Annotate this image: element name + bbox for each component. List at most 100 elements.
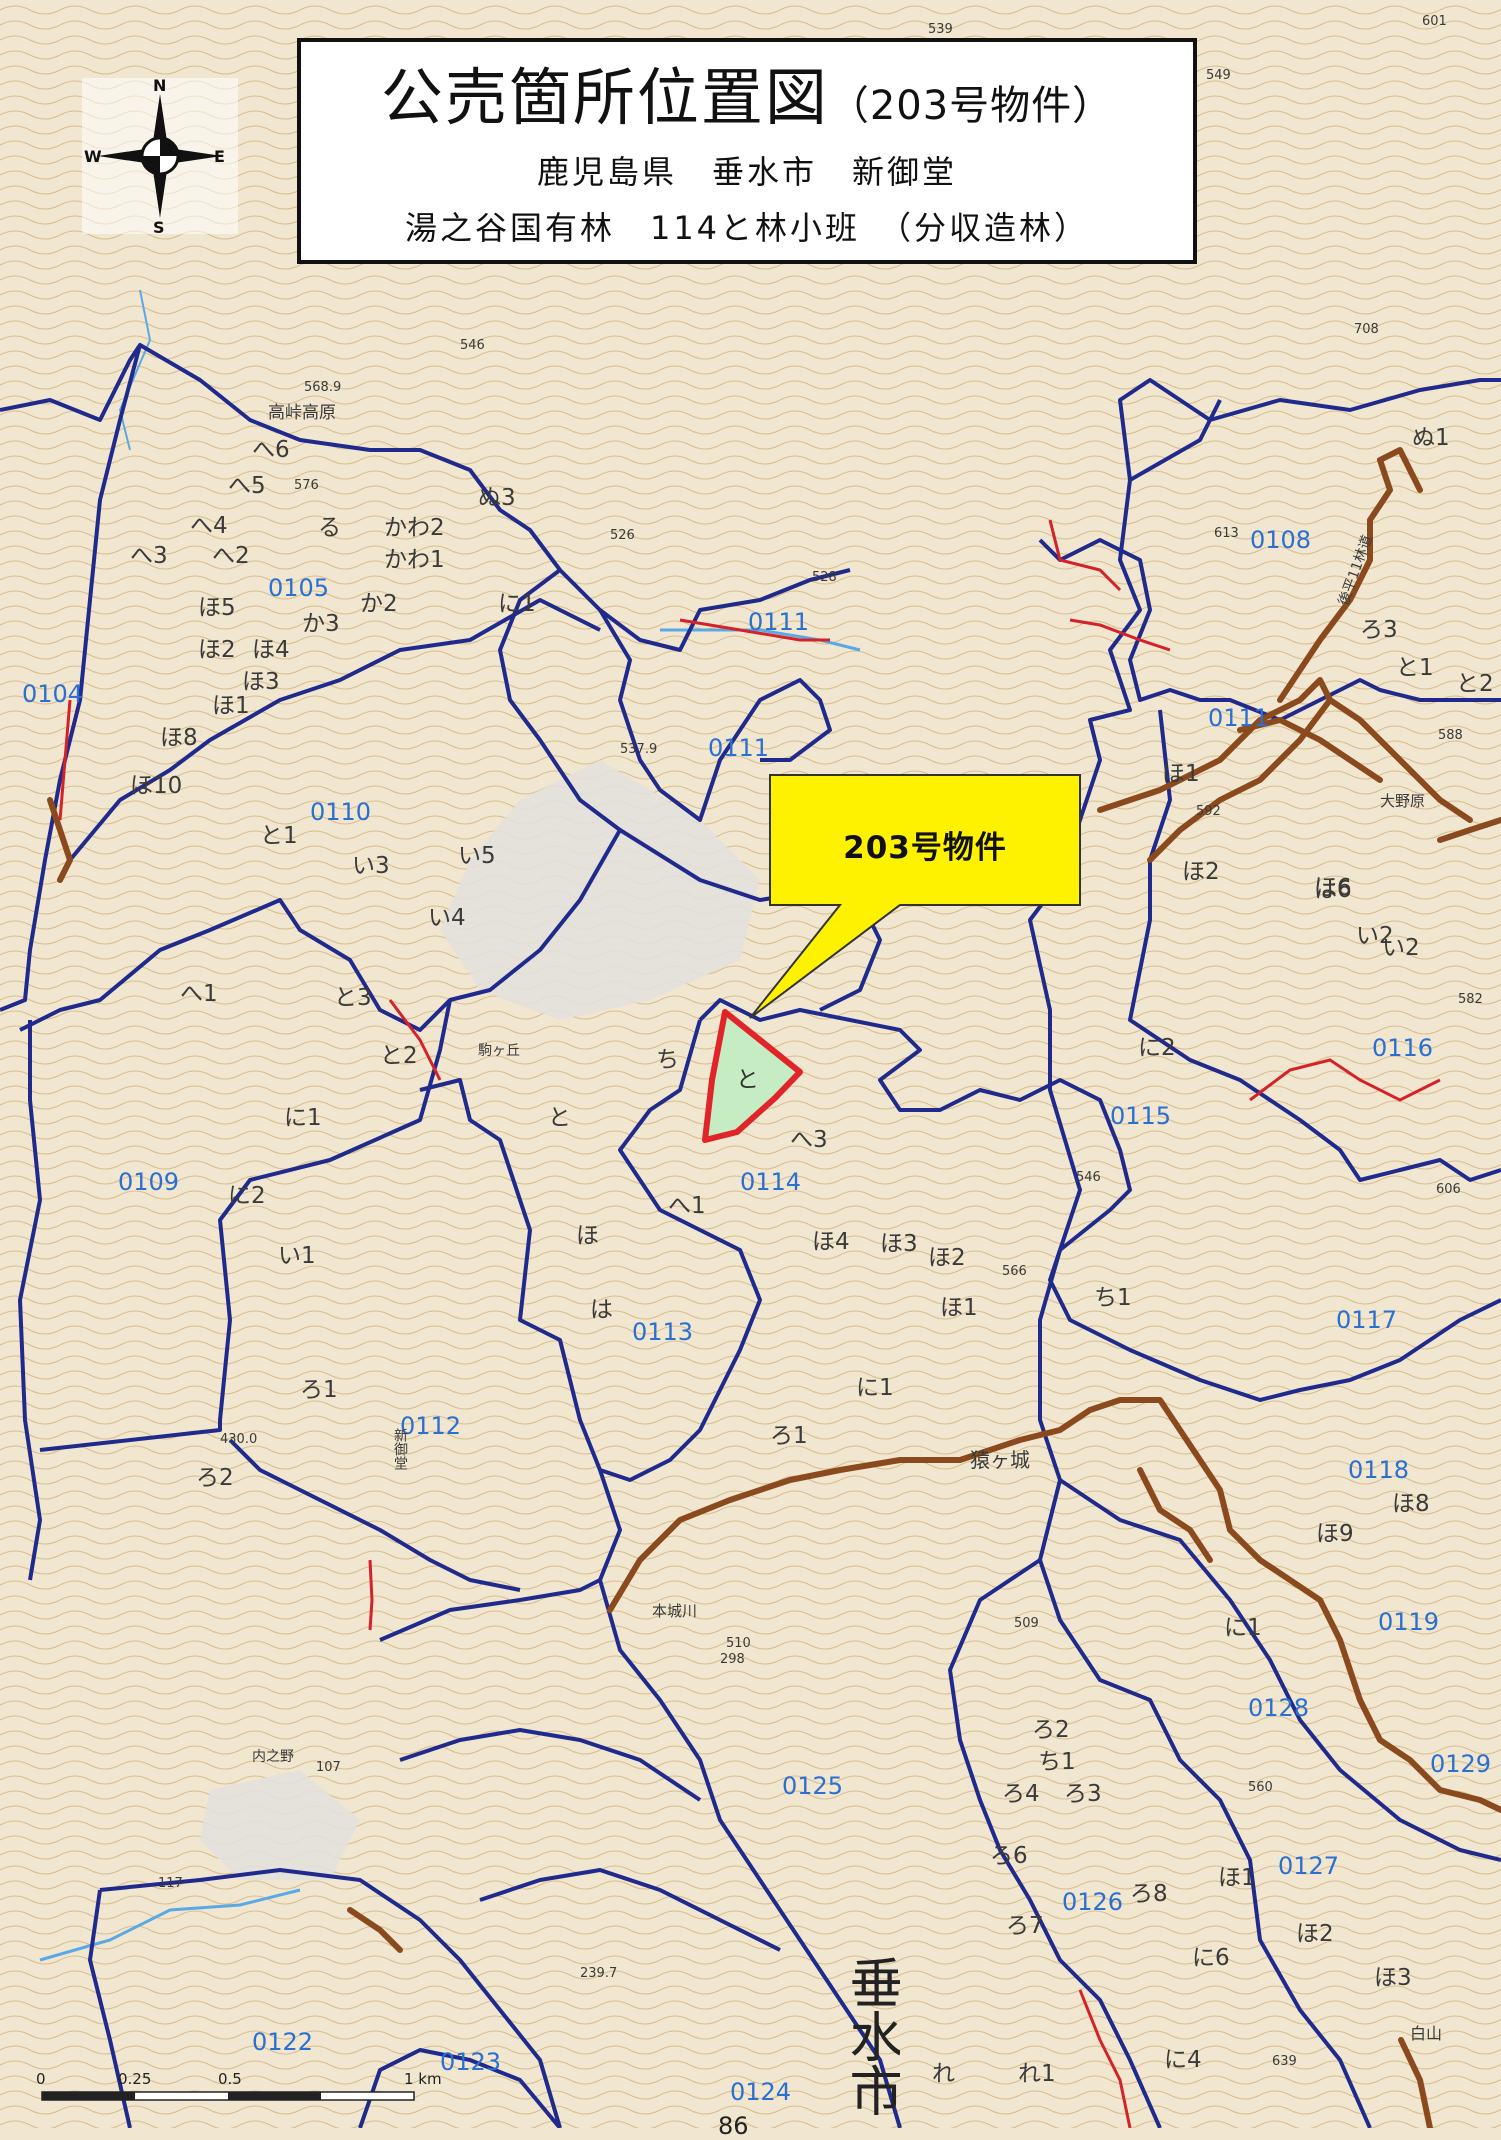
place-label: 白山 (1410, 2024, 1443, 2043)
parcel-label: ほ4 (812, 1229, 850, 1255)
target-parcel[interactable] (702, 1009, 803, 1143)
parcel-label: と1 (260, 823, 298, 849)
location-line: 鹿児島県 垂水市 新御堂 (536, 153, 957, 191)
parcel-label: へ1 (668, 1193, 706, 1219)
compartment-label: 0115 (1110, 1102, 1172, 1130)
parcel-label: い2 (1356, 923, 1394, 949)
compartment-label: 0104 (22, 680, 84, 708)
compartment-label: 0129 (1430, 1750, 1492, 1778)
elevation-label: 601 (1422, 14, 1447, 29)
parcel-label: は6 (1314, 877, 1352, 903)
urban-area (440, 760, 760, 1020)
parcel-label: ろ3 (1360, 617, 1398, 643)
elevation-label: 566 (1002, 1264, 1027, 1279)
map-title-main: 公売箇所位置図 (380, 61, 829, 134)
elevation-label: 546 (1076, 1170, 1101, 1185)
parcel-label: か3 (302, 611, 340, 637)
river (118, 289, 152, 451)
elevation-label: 549 (1206, 68, 1231, 83)
elevation-label: 576 (294, 478, 319, 493)
elevation-label: 526 (610, 528, 635, 543)
parcel-label: ほ3 (242, 669, 280, 695)
parcel-label: ほ2 (1182, 859, 1220, 885)
parcel-label: ろ1 (300, 1377, 338, 1403)
elevation-label: 588 (1438, 728, 1463, 743)
compartment-label: 0105 (268, 574, 330, 602)
parcel-label: ほ1 (212, 693, 250, 719)
parcel-label: ほ5 (198, 595, 236, 621)
parcel-label: と (548, 1105, 571, 1131)
elevation-label: 639 (1272, 2054, 1297, 2069)
compartment-label: 0117 (1336, 1306, 1398, 1334)
parcel-label: ほ6 (1314, 875, 1352, 901)
parcel-label: ほ2 (198, 637, 236, 663)
target-parcel-label: と (736, 1067, 759, 1093)
elevation-label: 606 (1436, 1182, 1461, 1197)
callout-label: 203号物件 (843, 829, 1007, 866)
red-routes (58, 519, 1441, 2128)
parcel-label: に2 (228, 1183, 266, 1209)
compartment-label: 0123 (440, 2048, 502, 2076)
parcel-label: ち1 (1038, 1749, 1076, 1775)
parcel-label: へ5 (228, 473, 266, 499)
parcel-label: に1 (1224, 1615, 1262, 1641)
elevation-label: 613 (1214, 526, 1239, 541)
parcel-label: かわ1 (384, 547, 445, 573)
elevation-label: 537.9 (620, 742, 658, 757)
parcel-label: い3 (352, 853, 390, 879)
parcel-label: と1 (1396, 655, 1434, 681)
elevation-label: 528 (812, 570, 837, 585)
compartment-label: 0124 (730, 2078, 792, 2106)
parcel-label: と2 (380, 1043, 418, 1069)
urban-area-south (200, 1770, 360, 1880)
compartment-label: 0110 (310, 798, 372, 826)
parcel-label: に2 (1138, 1035, 1176, 1061)
parcel-label: ほ2 (1296, 1921, 1334, 1947)
parcel-label: ろ7 (1006, 1913, 1044, 1939)
elevation-label: 582 (1458, 992, 1483, 1007)
compartment-label: 0125 (782, 1772, 844, 1800)
parcel-label: ろ2 (1032, 1717, 1070, 1743)
parcel-label: い5 (458, 843, 496, 869)
elevation-label: 546 (460, 338, 485, 353)
parcel-label: かわ2 (384, 515, 445, 541)
forest-roads (47, 447, 1501, 2128)
town-name: 垂水市 (840, 1955, 900, 2117)
compartment-label: 0111 (748, 608, 810, 636)
compartment-label: 0127 (1278, 1852, 1340, 1880)
parcel-label: ほ8 (160, 725, 198, 751)
parcel-label: に1 (284, 1105, 322, 1131)
parcel-label: ほ3 (880, 1231, 918, 1257)
elevation-label: 117 (158, 1876, 183, 1891)
parcel-label: に6 (1192, 1945, 1230, 1971)
compass-north: N (153, 76, 167, 95)
parcel-label: ろ6 (990, 1843, 1028, 1869)
parcel-label: ち (656, 1047, 679, 1073)
compartment-label: 0126 (1062, 1888, 1124, 1916)
parcel-label: ろ2 (196, 1465, 234, 1491)
elevation-label: 708 (1354, 322, 1379, 337)
elevation-label: 239.7 (580, 1966, 618, 1981)
parcel-label: と2 (1456, 671, 1494, 697)
compass-west: W (84, 147, 102, 166)
elevation-label: 568.9 (304, 380, 342, 395)
place-label: 本城川 (652, 1602, 698, 1620)
parcel-label: か2 (360, 591, 398, 617)
scale-bar (41, 2091, 415, 2101)
compartment-label: 0122 (252, 2028, 314, 2056)
compartment-label: 0119 (1378, 1608, 1440, 1636)
parcel-label: ほ1 (1162, 761, 1200, 787)
parcel-label: ち1 (1094, 1285, 1132, 1311)
parcel-label: ほ3 (1374, 1965, 1412, 1991)
parcel-label: と3 (334, 985, 372, 1011)
map-title-sub: （203号物件） (828, 83, 1114, 129)
title-box: 公売箇所位置図（203号物件） 鹿児島県 垂水市 新御堂 湯之谷国有林 114と… (297, 38, 1197, 264)
river (660, 628, 861, 652)
parcel-label: へ3 (790, 1127, 828, 1153)
elevation-label: 560 (1248, 1780, 1273, 1795)
parcel-label: は (590, 1297, 613, 1323)
parcel-label: ほ4 (252, 637, 290, 663)
parcel-label: ろ4 (1002, 1781, 1040, 1807)
map-title: 公売箇所位置図（203号物件） (301, 60, 1193, 144)
